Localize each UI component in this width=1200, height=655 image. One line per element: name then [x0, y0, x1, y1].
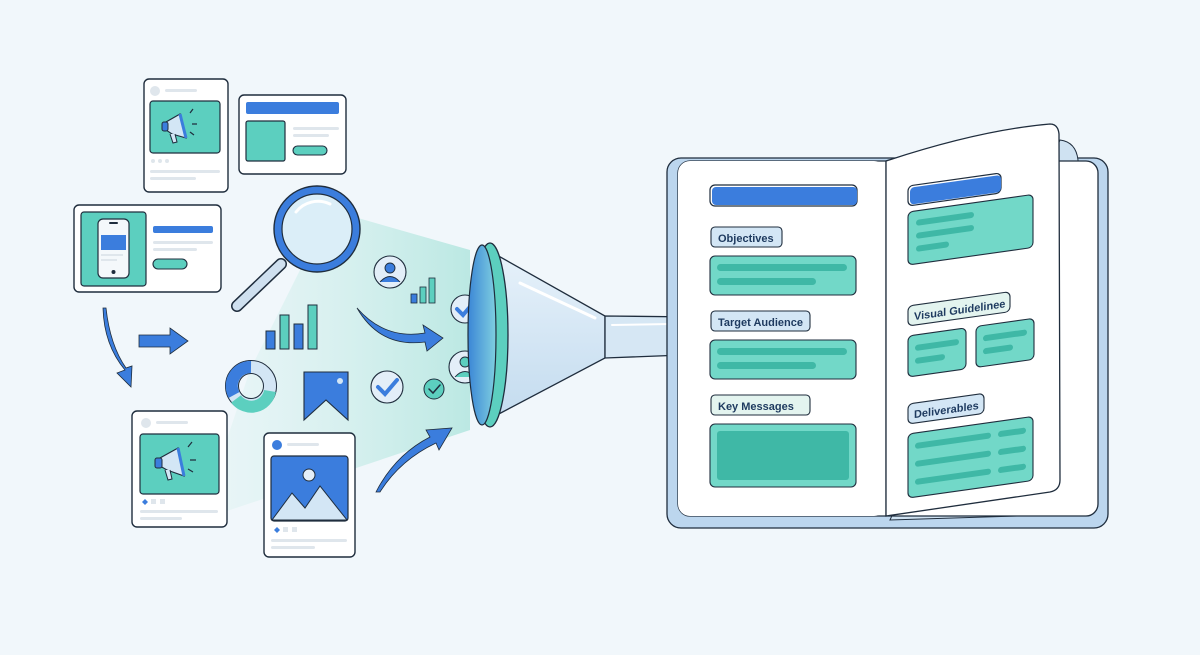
arrow-right-icon	[138, 327, 189, 355]
section-objectives: Objectives	[709, 226, 857, 296]
check-icon	[423, 378, 445, 400]
curved-arrow-into-funnel-icon	[356, 307, 444, 352]
input-card-image-post	[263, 432, 356, 558]
funnel-icon	[467, 242, 698, 428]
curved-arrow-down-icon	[102, 307, 133, 388]
megaphone-icon	[154, 441, 196, 481]
megaphone-icon	[161, 108, 197, 144]
image-icon	[270, 455, 349, 522]
small-bar-chart-icon	[410, 277, 436, 304]
section-label: Key Messages	[718, 401, 794, 413]
section-key-messages: Key Messages	[709, 394, 857, 488]
section-label: Objectives	[718, 233, 774, 245]
left-page: Objectives Target Audience Key Messages	[709, 184, 858, 488]
input-card-web-banner	[238, 94, 347, 175]
bar-chart-icon	[265, 304, 318, 350]
section-visual-guidelines: Visual Guidelinee	[907, 291, 1035, 377]
input-card-mobile-ad	[73, 204, 222, 293]
curved-arrow-into-funnel-icon	[375, 427, 453, 493]
user-icon	[373, 255, 407, 289]
input-card-social-post-1	[143, 78, 229, 193]
section-deliverables: Deliverables	[907, 393, 1034, 498]
check-icon	[370, 370, 404, 404]
section-target-audience: Target Audience	[709, 310, 857, 380]
magnifier-icon	[231, 185, 361, 312]
right-page: Visual Guidelinee Deliverables	[907, 172, 1035, 498]
donut-chart-icon	[225, 360, 277, 413]
section-label: Target Audience	[718, 317, 803, 329]
bookmark-icon	[303, 371, 349, 422]
smartphone-icon	[97, 218, 130, 279]
input-card-social-post-2	[131, 410, 228, 528]
